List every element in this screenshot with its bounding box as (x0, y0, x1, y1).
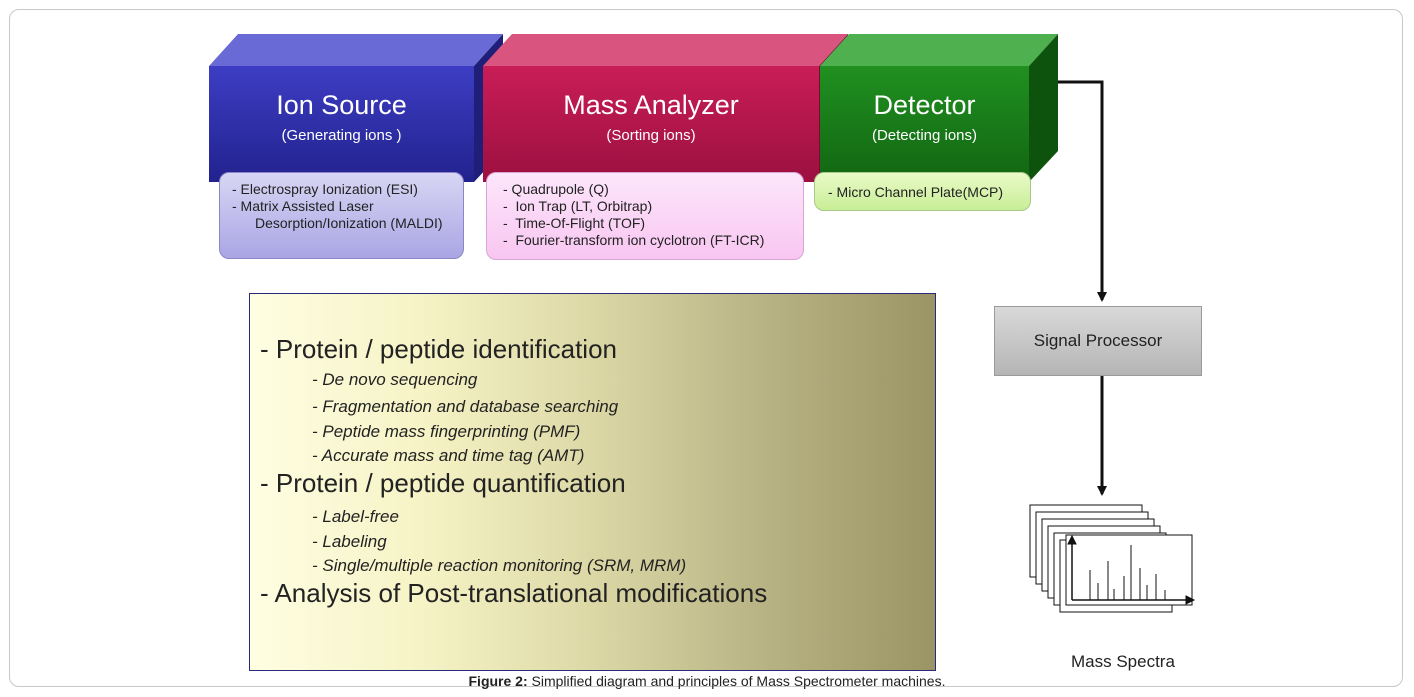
identification-heading: - Protein / peptide identification (260, 334, 617, 364)
quantification-item: - Labeling (312, 532, 387, 551)
identification-item: - Fragmentation and database searching (312, 397, 619, 416)
mass-analyzer-subtitle: (Sorting ions) (606, 127, 696, 144)
mass-spectra-label: Mass Spectra (1071, 652, 1175, 671)
mass-analyzer-title: Mass Analyzer (563, 90, 739, 120)
ion-source-subtitle: (Generating ions ) (281, 127, 402, 144)
principles-panel: - Protein / peptide identification - De … (249, 293, 936, 671)
ion-source-title: Ion Source (276, 90, 407, 120)
figure-caption: Figure 2: Simplified diagram and princip… (0, 673, 1414, 689)
signal-processor-box: Signal Processor (994, 306, 1202, 376)
ion-source: Ion Source (Generating ions ) (209, 38, 474, 182)
ptm-heading: - Analysis of Post-translational modific… (260, 578, 768, 608)
quantification-item: - Label-free (312, 507, 399, 526)
quantification-heading: - Protein / peptide quantification (260, 468, 626, 498)
ion-source-methods: - Electrospray Ionization (ESI) - Matrix… (219, 172, 464, 259)
method-item: - Matrix Assisted Laser (232, 198, 374, 214)
method-item: - Quadrupole (Q) (503, 181, 609, 197)
quantification-item: - Single/multiple reaction monitoring (S… (312, 556, 687, 575)
signal-processor-label: Signal Processor (1033, 331, 1163, 350)
detector: Detector (Detecting ions) (820, 38, 1029, 182)
detector-title: Detector (873, 90, 976, 120)
identification-item: - De novo sequencing (312, 370, 478, 389)
mass-analyzer: Mass Analyzer (Sorting ions) (483, 38, 819, 182)
method-item: - Micro Channel Plate(MCP) (828, 184, 1004, 200)
detector-block (820, 34, 1058, 182)
ion-source-block (209, 34, 503, 182)
mass-spectra-icon (1029, 504, 1196, 613)
mass-analyzer-methods: - Quadrupole (Q) - Ion Trap (LT, Orbitra… (486, 172, 804, 260)
detector-methods: - Micro Channel Plate(MCP) (814, 172, 1031, 211)
identification-item: - Accurate mass and time tag (AMT) (312, 446, 585, 465)
caption-label: Figure 2: (468, 673, 528, 689)
method-item: Desorption/Ionization (MALDI) (255, 215, 443, 231)
arrow-to-signal-processor (1058, 80, 1107, 302)
method-item: - Electrospray Ionization (ESI) (232, 181, 418, 197)
caption-text: Simplified diagram and principles of Mas… (527, 673, 946, 689)
method-item: - Fourier-transform ion cyclotron (FT-IC… (503, 232, 765, 248)
method-item: - Ion Trap (LT, Orbitrap) (503, 198, 653, 214)
method-item: - Time-Of-Flight (TOF) (503, 215, 646, 231)
identification-item: - Peptide mass fingerprinting (PMF) (312, 422, 581, 441)
detector-subtitle: (Detecting ions) (871, 127, 978, 144)
